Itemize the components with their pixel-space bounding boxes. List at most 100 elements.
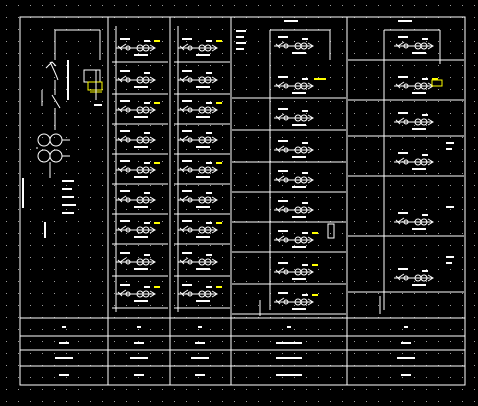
feeder-cell — [274, 36, 314, 54]
current-transformer-icon — [136, 136, 150, 144]
current-transformer-icon — [294, 236, 308, 244]
current-transformer-icon — [136, 106, 150, 114]
feeder-rating — [206, 72, 212, 74]
feeder-tag — [216, 286, 222, 288]
arrow-icon — [307, 236, 314, 244]
feeder-rating — [206, 162, 212, 164]
transformer-icon — [36, 133, 70, 178]
feeder-cable-spec — [196, 116, 210, 118]
feeder-cable-spec — [196, 146, 210, 148]
feeder-tag — [312, 294, 318, 296]
breaker-icon — [395, 117, 409, 125]
arrow-icon — [211, 106, 218, 114]
feeder-rating — [422, 154, 428, 156]
feeder-rating — [302, 142, 308, 144]
feeder-cell — [116, 284, 160, 302]
feeder-cell — [178, 100, 222, 118]
table-cell-text — [276, 357, 302, 359]
breaker-icon — [395, 273, 409, 281]
current-transformer-icon — [294, 268, 308, 276]
arrow-icon — [149, 258, 156, 266]
arrow-icon — [427, 42, 434, 50]
feeder-cell — [394, 112, 434, 130]
feeder-rating — [302, 232, 308, 234]
outgoing-column-2 — [348, 20, 464, 314]
feeder-label — [120, 100, 130, 102]
drawing-frame — [19, 16, 466, 386]
feeder-label — [398, 76, 408, 78]
feeder-tag — [154, 102, 160, 104]
table-cell-text — [276, 342, 302, 344]
feeder-cell — [178, 190, 218, 208]
feeder-tag — [216, 102, 222, 104]
current-transformer-icon — [294, 146, 308, 154]
arrow-icon — [149, 226, 156, 234]
feeder-cable-spec — [292, 278, 306, 280]
feeder-tag — [154, 162, 160, 164]
breaker-icon — [117, 165, 131, 173]
feeder-cell — [394, 268, 434, 286]
arrow-icon — [211, 44, 218, 52]
arrow-icon — [149, 44, 156, 52]
feeder-rating — [422, 38, 428, 40]
feeder-label — [278, 170, 288, 172]
current-transformer-icon — [294, 206, 308, 214]
current-transformer-icon — [294, 114, 308, 122]
feeder-cell — [116, 38, 160, 56]
feeder-label — [120, 220, 130, 222]
feeder-label — [120, 160, 130, 162]
feeder-cable-spec — [134, 86, 148, 88]
breaker-icon — [275, 41, 289, 49]
feeder-label — [398, 36, 408, 38]
arrow-icon — [211, 166, 218, 174]
table-cell-text — [59, 342, 69, 344]
current-transformer-icon — [294, 82, 308, 90]
disconnect-switch-icon — [41, 61, 61, 109]
meter-box — [431, 79, 443, 87]
feeder-cell — [116, 220, 160, 238]
feeder-cell — [274, 108, 314, 126]
note-text — [446, 262, 452, 264]
feeder-cable-spec — [134, 300, 148, 302]
feeder-label — [278, 36, 288, 38]
breaker-icon — [275, 175, 289, 183]
current-transformer-icon — [136, 226, 150, 234]
breaker-icon — [117, 289, 131, 297]
feeder-tag — [216, 222, 222, 224]
feeder-cable-spec — [292, 92, 306, 94]
feeder-label — [182, 190, 192, 192]
feeder-label — [182, 130, 192, 132]
feeder-cell — [274, 170, 314, 188]
breaker-icon — [179, 257, 193, 265]
column-header — [284, 20, 298, 22]
arrow-icon — [211, 290, 218, 298]
current-transformer-icon — [136, 196, 150, 204]
breaker-icon — [395, 157, 409, 165]
feeder-columns — [112, 20, 464, 316]
table-cell-text — [195, 374, 205, 376]
note-text — [446, 148, 452, 150]
feeder-rating — [144, 162, 150, 164]
arrow-icon — [307, 298, 314, 306]
note-text — [446, 206, 454, 208]
breaker-icon — [395, 81, 409, 89]
arrow-icon — [149, 196, 156, 204]
feeder-label — [398, 212, 408, 214]
feeder-label — [182, 70, 192, 72]
current-transformer-icon — [198, 106, 212, 114]
feeder-cable-spec — [292, 246, 306, 248]
feeder-label — [278, 200, 288, 202]
feeder-tag — [216, 162, 222, 164]
current-transformer-icon — [294, 176, 308, 184]
feeder-rating — [144, 132, 150, 134]
feeder-cell — [116, 190, 156, 208]
feeder-cell — [274, 140, 314, 158]
current-transformer-icon — [414, 158, 428, 166]
feeder-rating — [302, 78, 308, 80]
feeder-label — [182, 220, 192, 222]
table-cell-text — [401, 342, 411, 344]
breaker-icon — [275, 267, 289, 275]
breaker-icon — [179, 195, 193, 203]
feeder-cable-spec — [196, 300, 210, 302]
